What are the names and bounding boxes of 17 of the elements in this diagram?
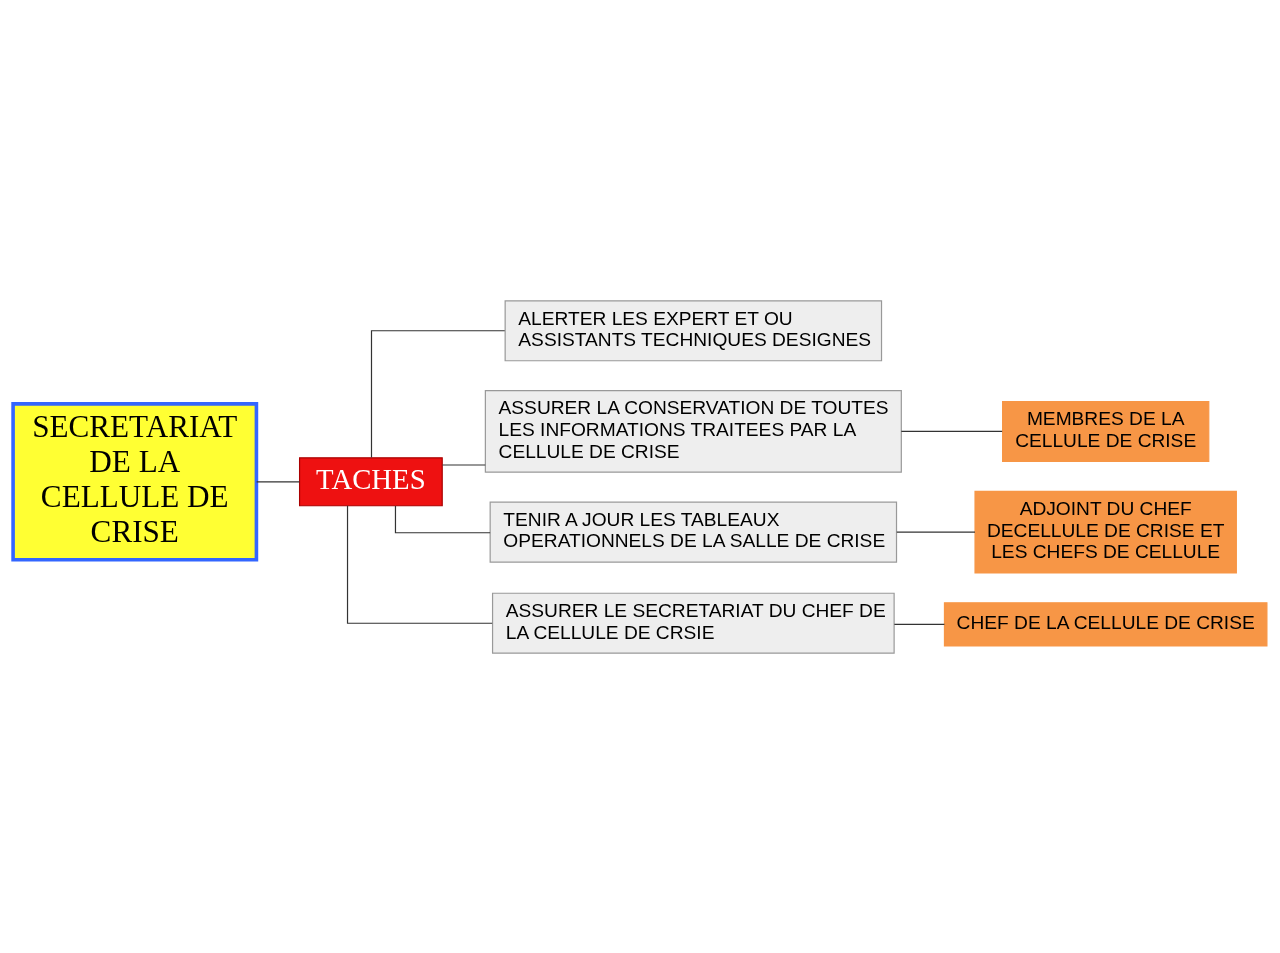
node-box: TENIR A JOUR LES TABLEAUX OPERATIONNELS DE LA SALLE DE CRISE	[489, 501, 898, 563]
connector	[256, 480, 301, 482]
node-box: TACHES	[298, 456, 443, 506]
node-box: ADJOINT DU CHEF DECELLULE DE CRISE ET LES CHEFS DE CELLULE	[974, 490, 1237, 573]
node-box: ASSURER LE SECRETARIAT DU CHEF DE LA CELLULE DE CRSIE	[491, 592, 895, 654]
node-box: CHEF DE LA CELLULE DE CRISE	[943, 601, 1268, 647]
node-box: ALERTER LES EXPERT ET OU ASSISTANTS TECHNIQUES DESIGNES	[504, 299, 883, 361]
connector	[441, 463, 486, 466]
connector	[893, 623, 945, 625]
connector	[394, 504, 491, 533]
connector	[346, 504, 493, 624]
connector	[900, 430, 1003, 432]
connector	[370, 329, 506, 458]
node-box: ASSURER LA CONSERVATION DE TOUTES LES INFORMATIONS TRAITEES PAR LA CELLULE DE CRISE	[484, 389, 902, 473]
node-box: MEMBRES DE LA CELLULE DE CRISE	[1002, 400, 1210, 462]
node-box: SECRETARIAT DE LA CELLULE DE CRISE	[11, 401, 259, 561]
connector	[896, 531, 976, 533]
